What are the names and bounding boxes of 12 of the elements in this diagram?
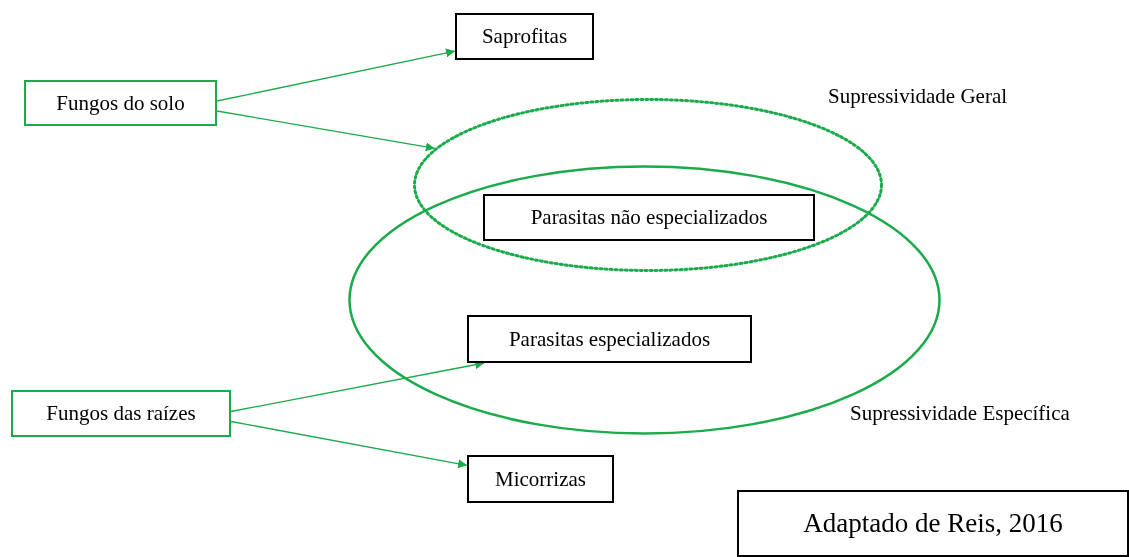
label-box: Parasitas especializados — [467, 315, 752, 363]
label-box: Adaptado de Reis, 2016 — [737, 490, 1129, 557]
arrow — [216, 48, 456, 102]
region-label: Supressividade Específica — [850, 401, 1070, 426]
label-box: Fungos das raízes — [11, 390, 231, 437]
label-box: Fungos do solo — [24, 80, 217, 126]
label-box: Parasitas não especializados — [483, 194, 815, 241]
arrow — [216, 110, 436, 152]
label-box: Saprofitas — [455, 13, 594, 60]
arrow — [230, 420, 468, 469]
label-box: Micorrizas — [467, 455, 614, 503]
region-label: Supressividade Geral — [828, 84, 1008, 109]
